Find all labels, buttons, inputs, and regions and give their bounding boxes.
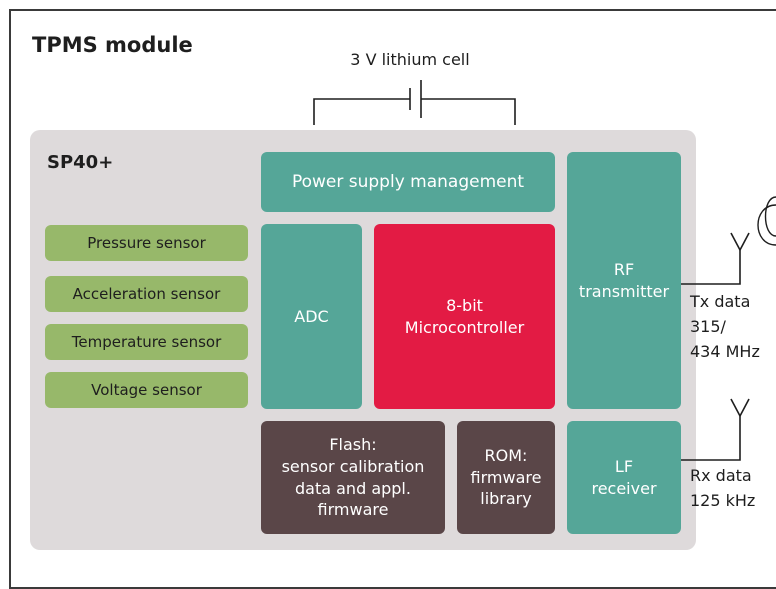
rom-block: ROM: firmware library xyxy=(457,421,555,534)
flash-label-line2: sensor calibration xyxy=(281,456,425,476)
sensor-label: Acceleration sensor xyxy=(72,284,221,303)
rom-label-line1: ROM: xyxy=(484,446,528,466)
rom-label-line3: library xyxy=(480,489,532,509)
adc-block: ADC xyxy=(261,224,362,409)
tx-line2: 315/ xyxy=(690,316,726,336)
power-supply-label: Power supply management xyxy=(291,171,525,192)
rf-label-line2: transmitter xyxy=(578,281,670,301)
temperature-sensor-block: Temperature sensor xyxy=(45,324,248,360)
flash-label-line1: Flash: xyxy=(329,435,377,455)
lf-receiver-block: LF receiver xyxy=(567,421,681,534)
acceleration-sensor-block: Acceleration sensor xyxy=(45,276,248,312)
sensor-label: Pressure sensor xyxy=(87,233,206,252)
chip-label: SP40+ xyxy=(47,152,114,173)
flash-label-line4: firmware xyxy=(317,500,389,520)
tx-line1: Tx data xyxy=(690,292,751,311)
signal-waves-icon xyxy=(757,196,776,246)
rx-data-label: Rx data 125 kHz xyxy=(690,464,755,514)
rx-antenna-icon xyxy=(681,398,750,461)
rx-line1: Rx data xyxy=(690,466,752,485)
battery-icon xyxy=(313,80,516,125)
voltage-sensor-block: Voltage sensor xyxy=(45,372,248,408)
rf-transmitter-block: RF transmitter xyxy=(567,152,681,409)
sensor-label: Voltage sensor xyxy=(91,380,202,399)
rom-label-line2: firmware xyxy=(470,467,542,487)
pressure-sensor-block: Pressure sensor xyxy=(45,225,248,261)
sensor-label: Temperature sensor xyxy=(71,332,222,351)
wiring-overlay xyxy=(313,80,776,461)
tx-line3: 434 MHz xyxy=(690,341,760,361)
lf-label-line1: LF xyxy=(614,456,634,476)
microcontroller-block: 8-bit Microcontroller xyxy=(374,224,555,409)
module-title: TPMS module xyxy=(32,33,193,57)
flash-label-line3: data and appl. xyxy=(295,478,411,498)
battery-label: 3 V lithium cell xyxy=(350,50,470,69)
flash-block: Flash: sensor calibration data and appl.… xyxy=(261,421,445,534)
power-supply-block: Power supply management xyxy=(261,152,555,212)
adc-label: ADC xyxy=(294,306,329,326)
mcu-label-line1: 8-bit xyxy=(446,295,483,315)
lf-label-line2: receiver xyxy=(591,478,657,498)
tx-data-label: Tx data 315/ 434 MHz xyxy=(690,290,760,364)
rx-line2: 125 kHz xyxy=(690,490,756,510)
tx-antenna-icon xyxy=(681,232,750,285)
rf-label-line1: RF xyxy=(613,259,635,279)
mcu-label-line2: Microcontroller xyxy=(404,317,525,337)
